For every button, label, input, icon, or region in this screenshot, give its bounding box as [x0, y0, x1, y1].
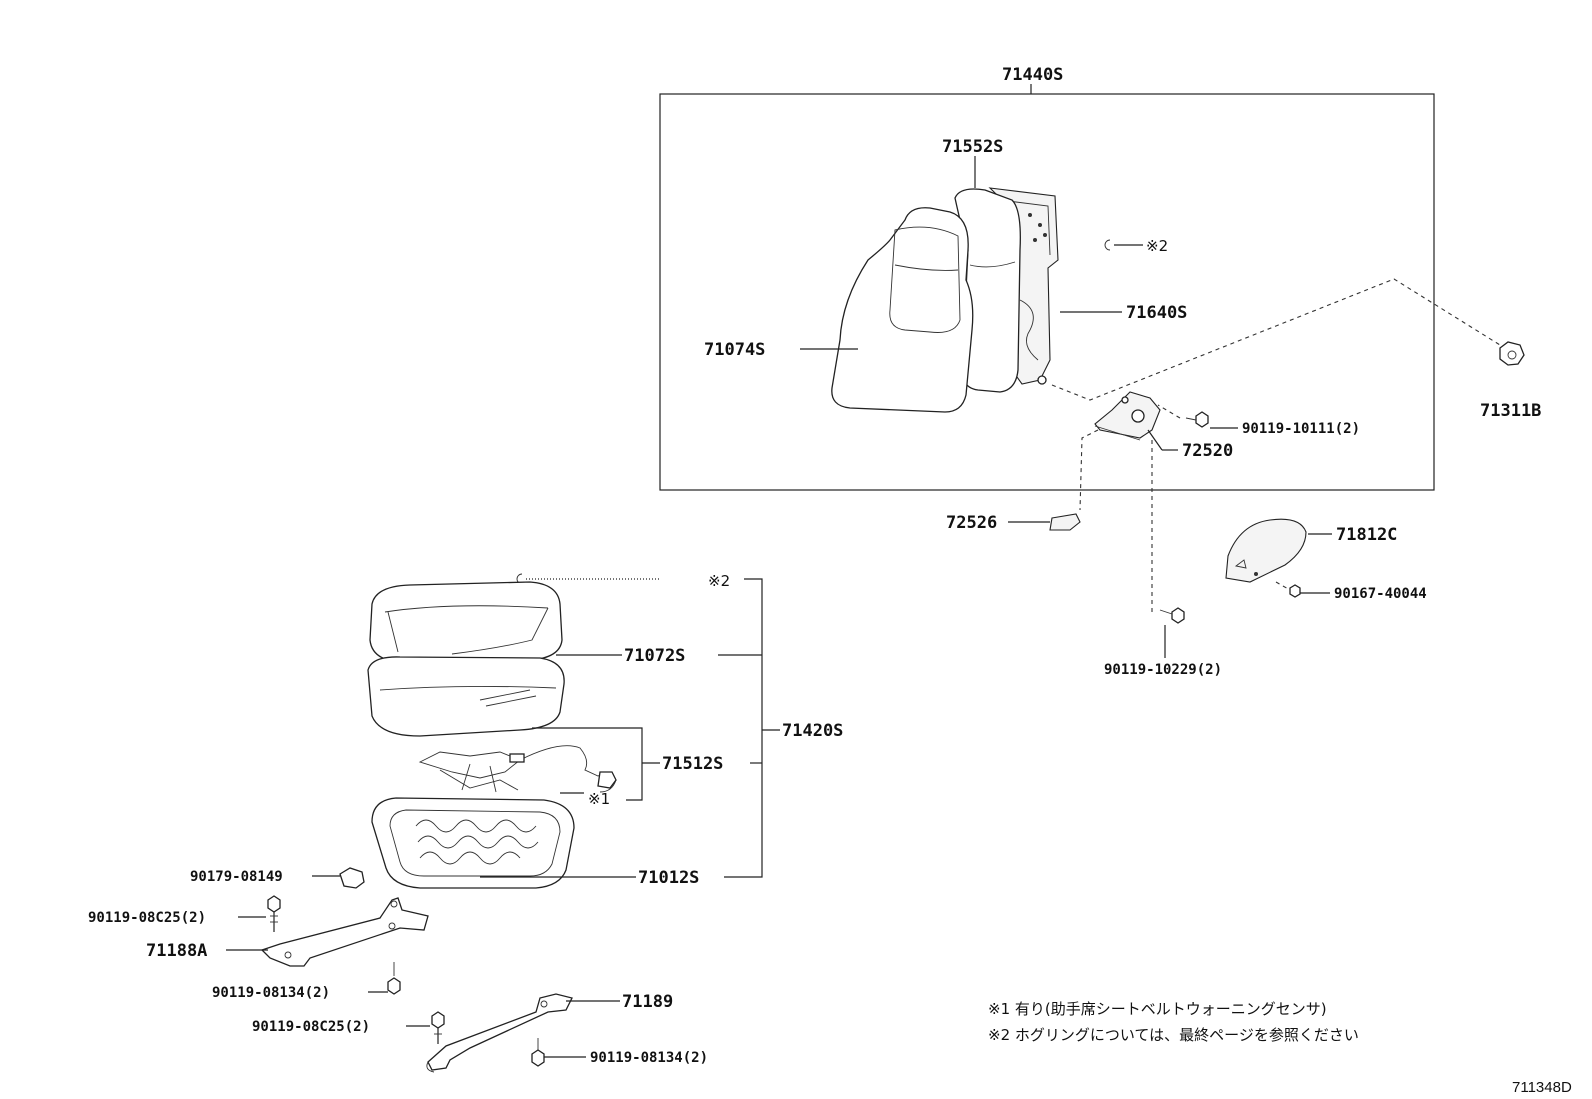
label-71420S: 71420S — [782, 721, 843, 741]
screw-40044-shape — [1289, 584, 1301, 598]
label-71311B: 71311B — [1480, 401, 1541, 421]
bracket-71189-shape — [426, 993, 573, 1073]
seat-frame-shape — [371, 797, 575, 889]
recliner-hinge-shape — [1094, 391, 1161, 441]
cap-71311B-shape — [1499, 341, 1525, 366]
label-71012S: 71012S — [638, 868, 699, 888]
bolt-08134-bottom-shape — [531, 1038, 545, 1067]
hog-ring-top — [1104, 239, 1143, 251]
label-90119-08C25-top: 90119-08C25(2) — [88, 910, 206, 926]
bracket-71188A-shape — [260, 897, 429, 967]
diagram-code: 711348D — [1512, 1079, 1572, 1096]
label-71440S: 71440S — [1002, 65, 1063, 85]
label-90119-08C25-bottom: 90119-08C25(2) — [252, 1019, 370, 1035]
label-72526: 72526 — [946, 513, 997, 533]
seatback-assembly-frame — [659, 93, 1435, 491]
label-71188A: 71188A — [146, 941, 207, 961]
cushion-pad-shape — [367, 656, 565, 737]
label-71074S: 71074S — [704, 340, 765, 360]
clip-08149-shape — [339, 867, 365, 889]
bolt-10229-shape — [1159, 607, 1185, 624]
ref2-cushion-label: ※2 — [708, 572, 730, 590]
label-71640S: 71640S — [1126, 303, 1187, 323]
label-90119-08134-bottom: 90119-08134(2) — [590, 1050, 708, 1066]
bolt-08C25-top-shape — [267, 895, 281, 932]
label-90119-10111: 90119-10111(2) — [1242, 421, 1360, 437]
bolt-08C25-bottom-shape — [431, 1011, 445, 1044]
cover-72526-shape — [1049, 513, 1081, 531]
bolt-10111-shape — [1185, 411, 1209, 428]
label-71072S: 71072S — [624, 646, 685, 666]
label-90167-40044: 90167-40044 — [1334, 586, 1427, 602]
label-72520: 72520 — [1182, 441, 1233, 461]
label-90179-08149: 90179-08149 — [190, 869, 283, 885]
ref2-top-label: ※2 — [1146, 237, 1168, 255]
knob-71812C-shape — [1225, 518, 1307, 583]
ref1-sensor-label: ※1 — [588, 790, 610, 808]
label-90119-08134-top: 90119-08134(2) — [212, 985, 330, 1001]
label-90119-10229: 90119-10229(2) — [1104, 662, 1222, 678]
label-71189: 71189 — [622, 992, 673, 1012]
bolt-08134-top-shape — [387, 962, 401, 995]
sensor-harness-shape — [418, 745, 617, 793]
label-71812C: 71812C — [1336, 525, 1397, 545]
footnote-1: ※1 有り(助手席シートベルトウォーニングセンサ) — [988, 1000, 1327, 1018]
label-71552S: 71552S — [942, 137, 1003, 157]
cushion-cover-shape — [369, 581, 563, 663]
label-71512S: 71512S — [662, 754, 723, 774]
seatback-cover-shape — [831, 207, 974, 413]
footnote-2: ※2 ホグリングについては、最終ページを参照ください — [988, 1026, 1359, 1044]
